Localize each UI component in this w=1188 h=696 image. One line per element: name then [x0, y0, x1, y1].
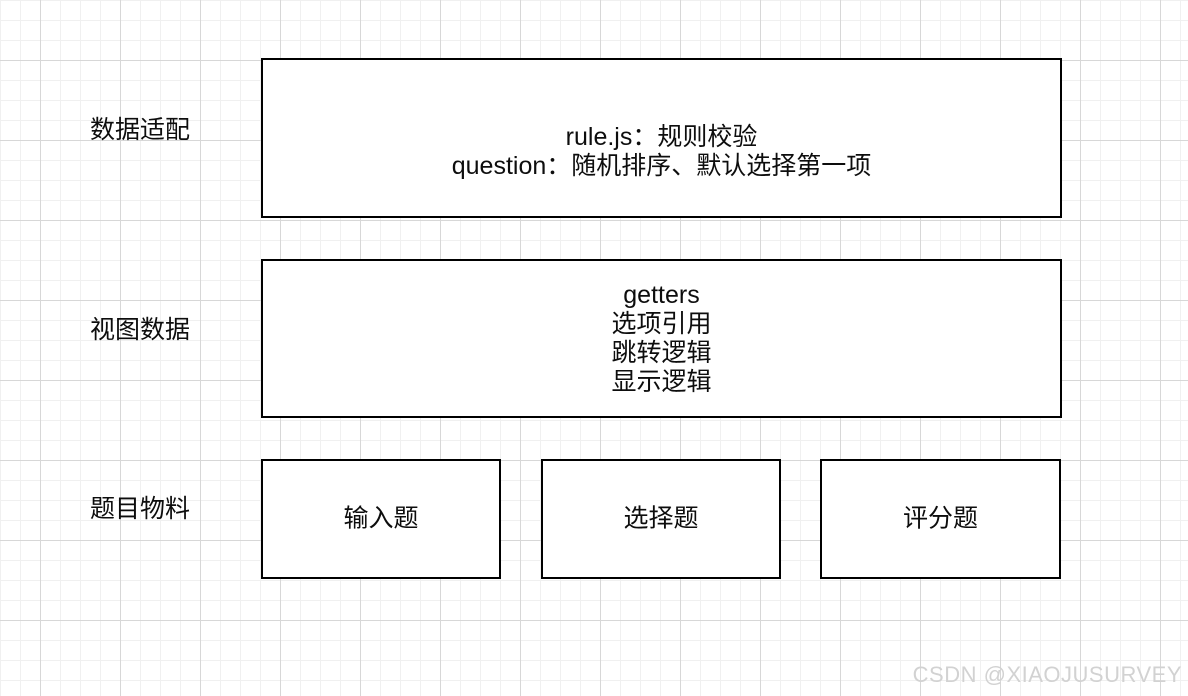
row-label-data-adapter: 数据适配 [89, 116, 190, 144]
view-data-box: getters 选项引用 跳转逻辑 显示逻辑 [261, 259, 1062, 418]
box-text-line: getters [623, 280, 700, 309]
box-text-line: rule.js：规则校验 [565, 123, 758, 151]
data-adapter-box-text: rule.js：规则校验 question：随机排序、默认选择第一项 [263, 123, 1060, 181]
row-label-view-data: 视图数据 [89, 316, 190, 344]
box-text-line: question：随机排序、默认选择第一项 [451, 152, 872, 180]
box-text-line: 显示逻辑 [611, 367, 712, 396]
box-text-line: 跳转逻辑 [611, 338, 712, 367]
material-box-input-question: 输入题 [261, 459, 501, 579]
view-data-box-text: getters 选项引用 跳转逻辑 显示逻辑 [263, 281, 1060, 397]
box-text-line: 评分题 [902, 504, 978, 533]
material-box-choice-question: 选择题 [541, 459, 781, 579]
watermark-text: CSDN @XIAOJUSURVEY [912, 662, 1182, 687]
box-text-line: 选项引用 [611, 309, 712, 338]
row-label-question-materials: 题目物料 [89, 495, 190, 523]
box-text-line: 选择题 [623, 504, 699, 533]
material-box-rating-question: 评分题 [820, 459, 1061, 579]
data-adapter-box: rule.js：规则校验 question：随机排序、默认选择第一项 [261, 58, 1062, 218]
box-text-line: 输入题 [343, 504, 419, 533]
